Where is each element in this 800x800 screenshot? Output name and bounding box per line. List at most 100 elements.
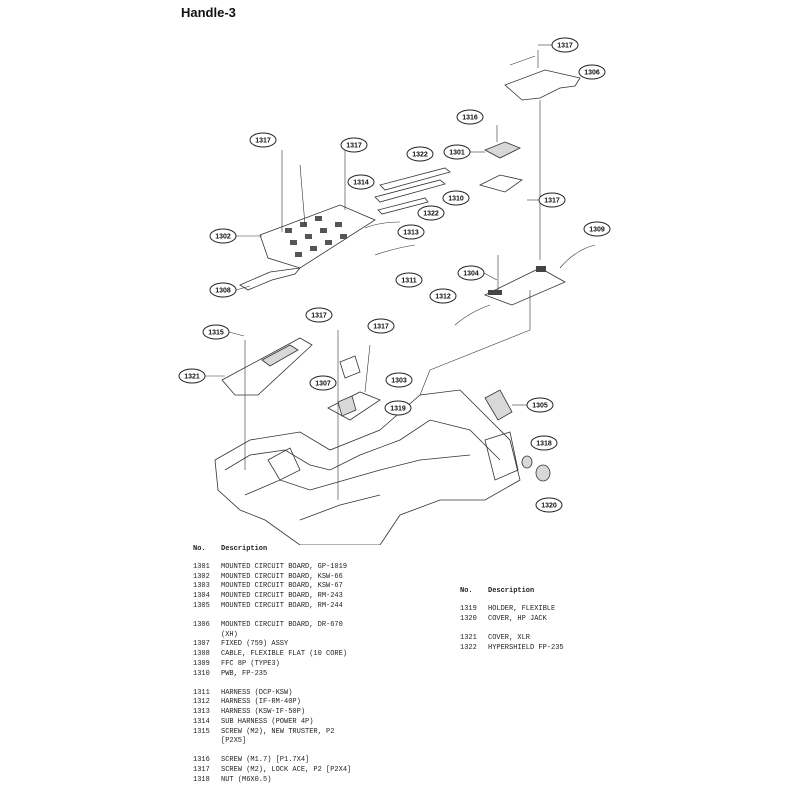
svg-text:1317: 1317	[311, 313, 327, 320]
part-number: 1316	[193, 756, 210, 765]
svg-text:1317: 1317	[346, 143, 362, 150]
part-1318-1320	[521, 455, 551, 482]
svg-text:1317: 1317	[544, 198, 560, 205]
header-no-right: No.	[460, 587, 473, 595]
handle-chassis	[214, 290, 531, 545]
part-number: 1303	[193, 582, 210, 591]
part-description: SCREW (M1.7) [P1.7X4]	[221, 756, 310, 765]
svg-text:1315: 1315	[208, 330, 224, 337]
part-description: COVER, XLR	[488, 633, 531, 642]
callout-1305: 1305	[512, 397, 554, 413]
part-description: MOUNTED CIRCUIT BOARD, DR-670	[221, 621, 343, 630]
part-description: PWB, FP-235	[221, 669, 268, 678]
part-description: COVER, HP JACK	[488, 614, 547, 623]
svg-text:1318: 1318	[536, 441, 552, 448]
callout-1317-top: 1317	[538, 37, 579, 53]
header-no: No.	[193, 545, 206, 553]
part-description: [P2X5]	[221, 737, 247, 746]
callout-1318: 1318	[530, 435, 558, 451]
callout-1315: 1315	[202, 324, 245, 340]
part-number: 1314	[193, 717, 210, 726]
part-description: NUT (M6X0.5)	[221, 775, 272, 784]
parts-list-row: 1320 COVER, HP JACK	[460, 615, 710, 625]
list-gap	[193, 747, 453, 757]
parts-list-header-right: No. Description	[460, 587, 710, 595]
callout-1311: 1311	[395, 272, 423, 288]
part-number: 1320	[460, 614, 477, 623]
part-1302	[259, 150, 376, 269]
svg-text:1311: 1311	[401, 278, 416, 285]
part-description: FFC 8P (TYPE3)	[221, 659, 280, 668]
parts-list-row: 1303 MOUNTED CIRCUIT BOARD, KSW-67	[193, 582, 453, 592]
part-number: 1309	[193, 659, 210, 668]
parts-list-row: 1305 MOUNTED CIRCUIT BOARD, RM-244	[193, 602, 453, 612]
part-description: HARNESS (DCP-KSW)	[221, 688, 293, 697]
page-title: Handle-3	[181, 5, 236, 20]
part-number: 1305	[193, 601, 210, 610]
part-1313-1311	[364, 221, 416, 256]
parts-list-row: 1319 HOLDER, FLEXIBLE	[460, 605, 710, 615]
part-description: SCREW (M2), NEW TRUSTER, P2	[221, 727, 335, 736]
svg-text:1305: 1305	[532, 403, 548, 410]
part-description: HOLDER, FLEXIBLE	[488, 605, 556, 613]
part-1306	[504, 50, 581, 101]
svg-text:1319: 1319	[390, 406, 406, 413]
parts-list-row: 1315 SCREW (M2), NEW TRUSTER, P2	[193, 728, 453, 738]
callout-1301: 1301	[443, 144, 485, 160]
callout-1319: 1319	[384, 400, 412, 416]
part-number: 1315	[193, 727, 210, 736]
part-description: MOUNTED CIRCUIT BOARD, GP-1019	[221, 563, 348, 571]
part-description: (XH)	[221, 630, 238, 639]
parts-list-row: 1322 HYPERSHIELD FP-235	[460, 644, 710, 654]
callout-1317-lower-left: 1317	[305, 307, 333, 323]
part-number: 1306	[193, 621, 210, 630]
part-description: MOUNTED CIRCUIT BOARD, KSW-67	[221, 582, 343, 591]
callout-1310: 1310	[442, 190, 470, 206]
svg-text:1321: 1321	[184, 374, 200, 381]
part-description: HYPERSHIELD FP-235	[488, 643, 564, 652]
callout-1322-upper: 1322	[406, 146, 434, 162]
svg-text:1308: 1308	[215, 288, 231, 295]
svg-text:1322: 1322	[423, 211, 439, 218]
part-number: 1317	[193, 766, 210, 775]
part-description: HARNESS (KSW-IF-50P)	[221, 708, 306, 717]
svg-text:1314: 1314	[353, 180, 369, 187]
parts-list-row: 1301 MOUNTED CIRCUIT BOARD, GP-1019	[193, 563, 453, 573]
callout-1303: 1303	[385, 372, 413, 388]
callout-1307: 1307	[309, 375, 337, 391]
part-number: 1304	[193, 592, 210, 601]
callout-1304: 1304	[457, 265, 498, 281]
part-1304	[483, 255, 566, 306]
svg-text:1301: 1301	[449, 150, 465, 157]
callout-1316: 1316	[456, 109, 484, 125]
part-number: 1322	[460, 643, 477, 652]
svg-text:1313: 1313	[403, 230, 419, 237]
callout-1313: 1313	[397, 224, 425, 240]
part-1301	[478, 100, 541, 260]
list-gap	[193, 612, 453, 622]
parts-list-row: (XH)	[193, 631, 453, 641]
part-description: MOUNTED CIRCUIT BOARD, RM-244	[221, 601, 343, 610]
part-1309	[559, 244, 596, 269]
part-number: 1311	[193, 688, 210, 697]
svg-text:1322: 1322	[412, 152, 428, 159]
part-number: 1321	[460, 633, 477, 642]
part-1308	[239, 267, 301, 291]
header-description-right: Description	[488, 587, 535, 595]
part-1312	[454, 304, 491, 326]
part-1321	[221, 337, 313, 470]
callout-1306: 1306	[578, 64, 606, 80]
part-description: CABLE, FLEXIBLE FLAT (10 CORE)	[221, 650, 348, 659]
callout-1309: 1309	[583, 221, 611, 237]
part-number: 1319	[460, 605, 477, 613]
callout-1317-right: 1317	[527, 192, 566, 208]
callout-1317-lower-right: 1317	[367, 318, 395, 334]
part-number: 1301	[193, 563, 210, 571]
exploded-view-diagram: 1317 1306 1316 1301 1317 1317 1322 1314 …	[178, 37, 611, 545]
part-description: HARNESS (IF-RM-40P)	[221, 698, 301, 707]
